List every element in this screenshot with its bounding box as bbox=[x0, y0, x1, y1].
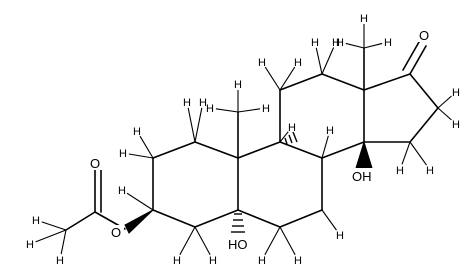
atom-label-ketone-oxygen: O bbox=[419, 28, 429, 43]
bond bbox=[321, 73, 365, 91]
hydrogen-bond bbox=[264, 226, 281, 255]
bond bbox=[409, 107, 439, 143]
bond bbox=[237, 209, 281, 228]
hydrogen-bond bbox=[60, 229, 67, 255]
hydrogen-bond bbox=[41, 221, 67, 231]
hydrogen-label: H bbox=[452, 87, 460, 99]
hydrogen-bond bbox=[128, 153, 154, 159]
hydrogen-label: H bbox=[452, 119, 460, 131]
hydrogen-label: H bbox=[183, 97, 191, 109]
hydrogen-label: H bbox=[396, 165, 404, 177]
hydrogen-label: H bbox=[234, 79, 242, 91]
wedge-bond bbox=[124, 209, 154, 234]
hydrogen-label: H bbox=[199, 97, 207, 109]
hydrogen-label: H bbox=[384, 37, 392, 49]
bond bbox=[279, 73, 323, 91]
bond bbox=[194, 141, 239, 159]
hydrogen-bond bbox=[187, 107, 196, 143]
hydrogen-bond bbox=[321, 135, 329, 159]
hydrogen-label: H bbox=[262, 103, 270, 115]
hydrogen-label: H bbox=[426, 165, 434, 177]
hydrogen-bond bbox=[315, 47, 323, 75]
hydrogen-label: H bbox=[294, 57, 302, 69]
hydrogen-label: H bbox=[311, 37, 319, 49]
bond bbox=[363, 73, 411, 91]
hydrogen-label: H bbox=[336, 37, 344, 49]
hydrogen-bond bbox=[279, 226, 296, 255]
hydrogen-label: H bbox=[332, 37, 340, 49]
hydrogen-bond bbox=[126, 192, 154, 211]
hydrogen-label: H bbox=[336, 230, 344, 242]
hydrogen-bond bbox=[279, 131, 289, 143]
hydrogen-bond bbox=[321, 209, 337, 231]
hydrogen-label: H bbox=[119, 148, 127, 160]
bond bbox=[321, 141, 365, 159]
hydrogen-bond bbox=[363, 42, 383, 49]
atom-label-hydroxyl-c14: OH bbox=[352, 169, 372, 184]
atom-label-hydroxyl-c5: HO bbox=[228, 237, 248, 252]
hydrogen-label: H bbox=[360, 13, 368, 25]
hydrogen-label: H bbox=[56, 255, 64, 267]
hydrogen-bond bbox=[409, 141, 427, 166]
hydrogen-bond bbox=[437, 95, 452, 109]
hydrogen-label: H bbox=[258, 255, 266, 267]
bond bbox=[279, 141, 323, 159]
bond bbox=[65, 211, 96, 231]
hydrogen-label: H bbox=[326, 125, 334, 137]
hydrogen-bond bbox=[321, 47, 335, 75]
atom-label-ester-oxygen: O bbox=[111, 225, 121, 240]
bond bbox=[409, 73, 439, 109]
heteroatom-labels: O O O HO OH bbox=[89, 28, 432, 252]
hydrogen-label: H bbox=[26, 239, 34, 251]
hydrogen-label: H bbox=[32, 215, 40, 227]
hydrogen-label: H bbox=[173, 255, 181, 267]
hydrogen-bond bbox=[215, 108, 239, 113]
bond bbox=[152, 141, 196, 159]
hydrogen-bond bbox=[194, 107, 203, 143]
atom-label-carbonyl-oxygen: O bbox=[90, 156, 100, 171]
hydrogen-bond bbox=[345, 42, 365, 49]
hydrogen-label: H bbox=[258, 57, 266, 69]
hydrogen-label: H bbox=[288, 122, 296, 134]
hydrogen-label: H bbox=[294, 255, 302, 267]
hydrogen-label: H bbox=[118, 185, 126, 197]
hydrogen-label: H bbox=[206, 103, 214, 115]
bond bbox=[152, 209, 196, 228]
bond bbox=[402, 41, 420, 71]
wedge-bond bbox=[355, 140, 373, 169]
ring-bonds bbox=[65, 41, 439, 231]
hydrogen-label: H bbox=[209, 255, 217, 267]
hydrogen-bond bbox=[264, 66, 281, 91]
hydrogen-bond bbox=[401, 141, 411, 165]
bond bbox=[194, 209, 239, 228]
hydrogen-bond bbox=[179, 226, 196, 255]
hydrogen-bond bbox=[279, 66, 296, 91]
bond bbox=[237, 141, 281, 159]
bond bbox=[279, 209, 323, 228]
hydrogen-label: H bbox=[133, 126, 141, 138]
hashed-bond bbox=[231, 213, 245, 233]
hydrogen-bond bbox=[437, 107, 452, 121]
hydrogen-bond bbox=[139, 135, 154, 159]
hydrogen-bond bbox=[35, 229, 67, 243]
hydrogen-bond bbox=[237, 108, 261, 113]
stereo-bonds bbox=[124, 131, 373, 234]
hashed-bond bbox=[284, 131, 298, 145]
bond bbox=[409, 45, 427, 75]
hydrogen-bond bbox=[194, 226, 211, 255]
